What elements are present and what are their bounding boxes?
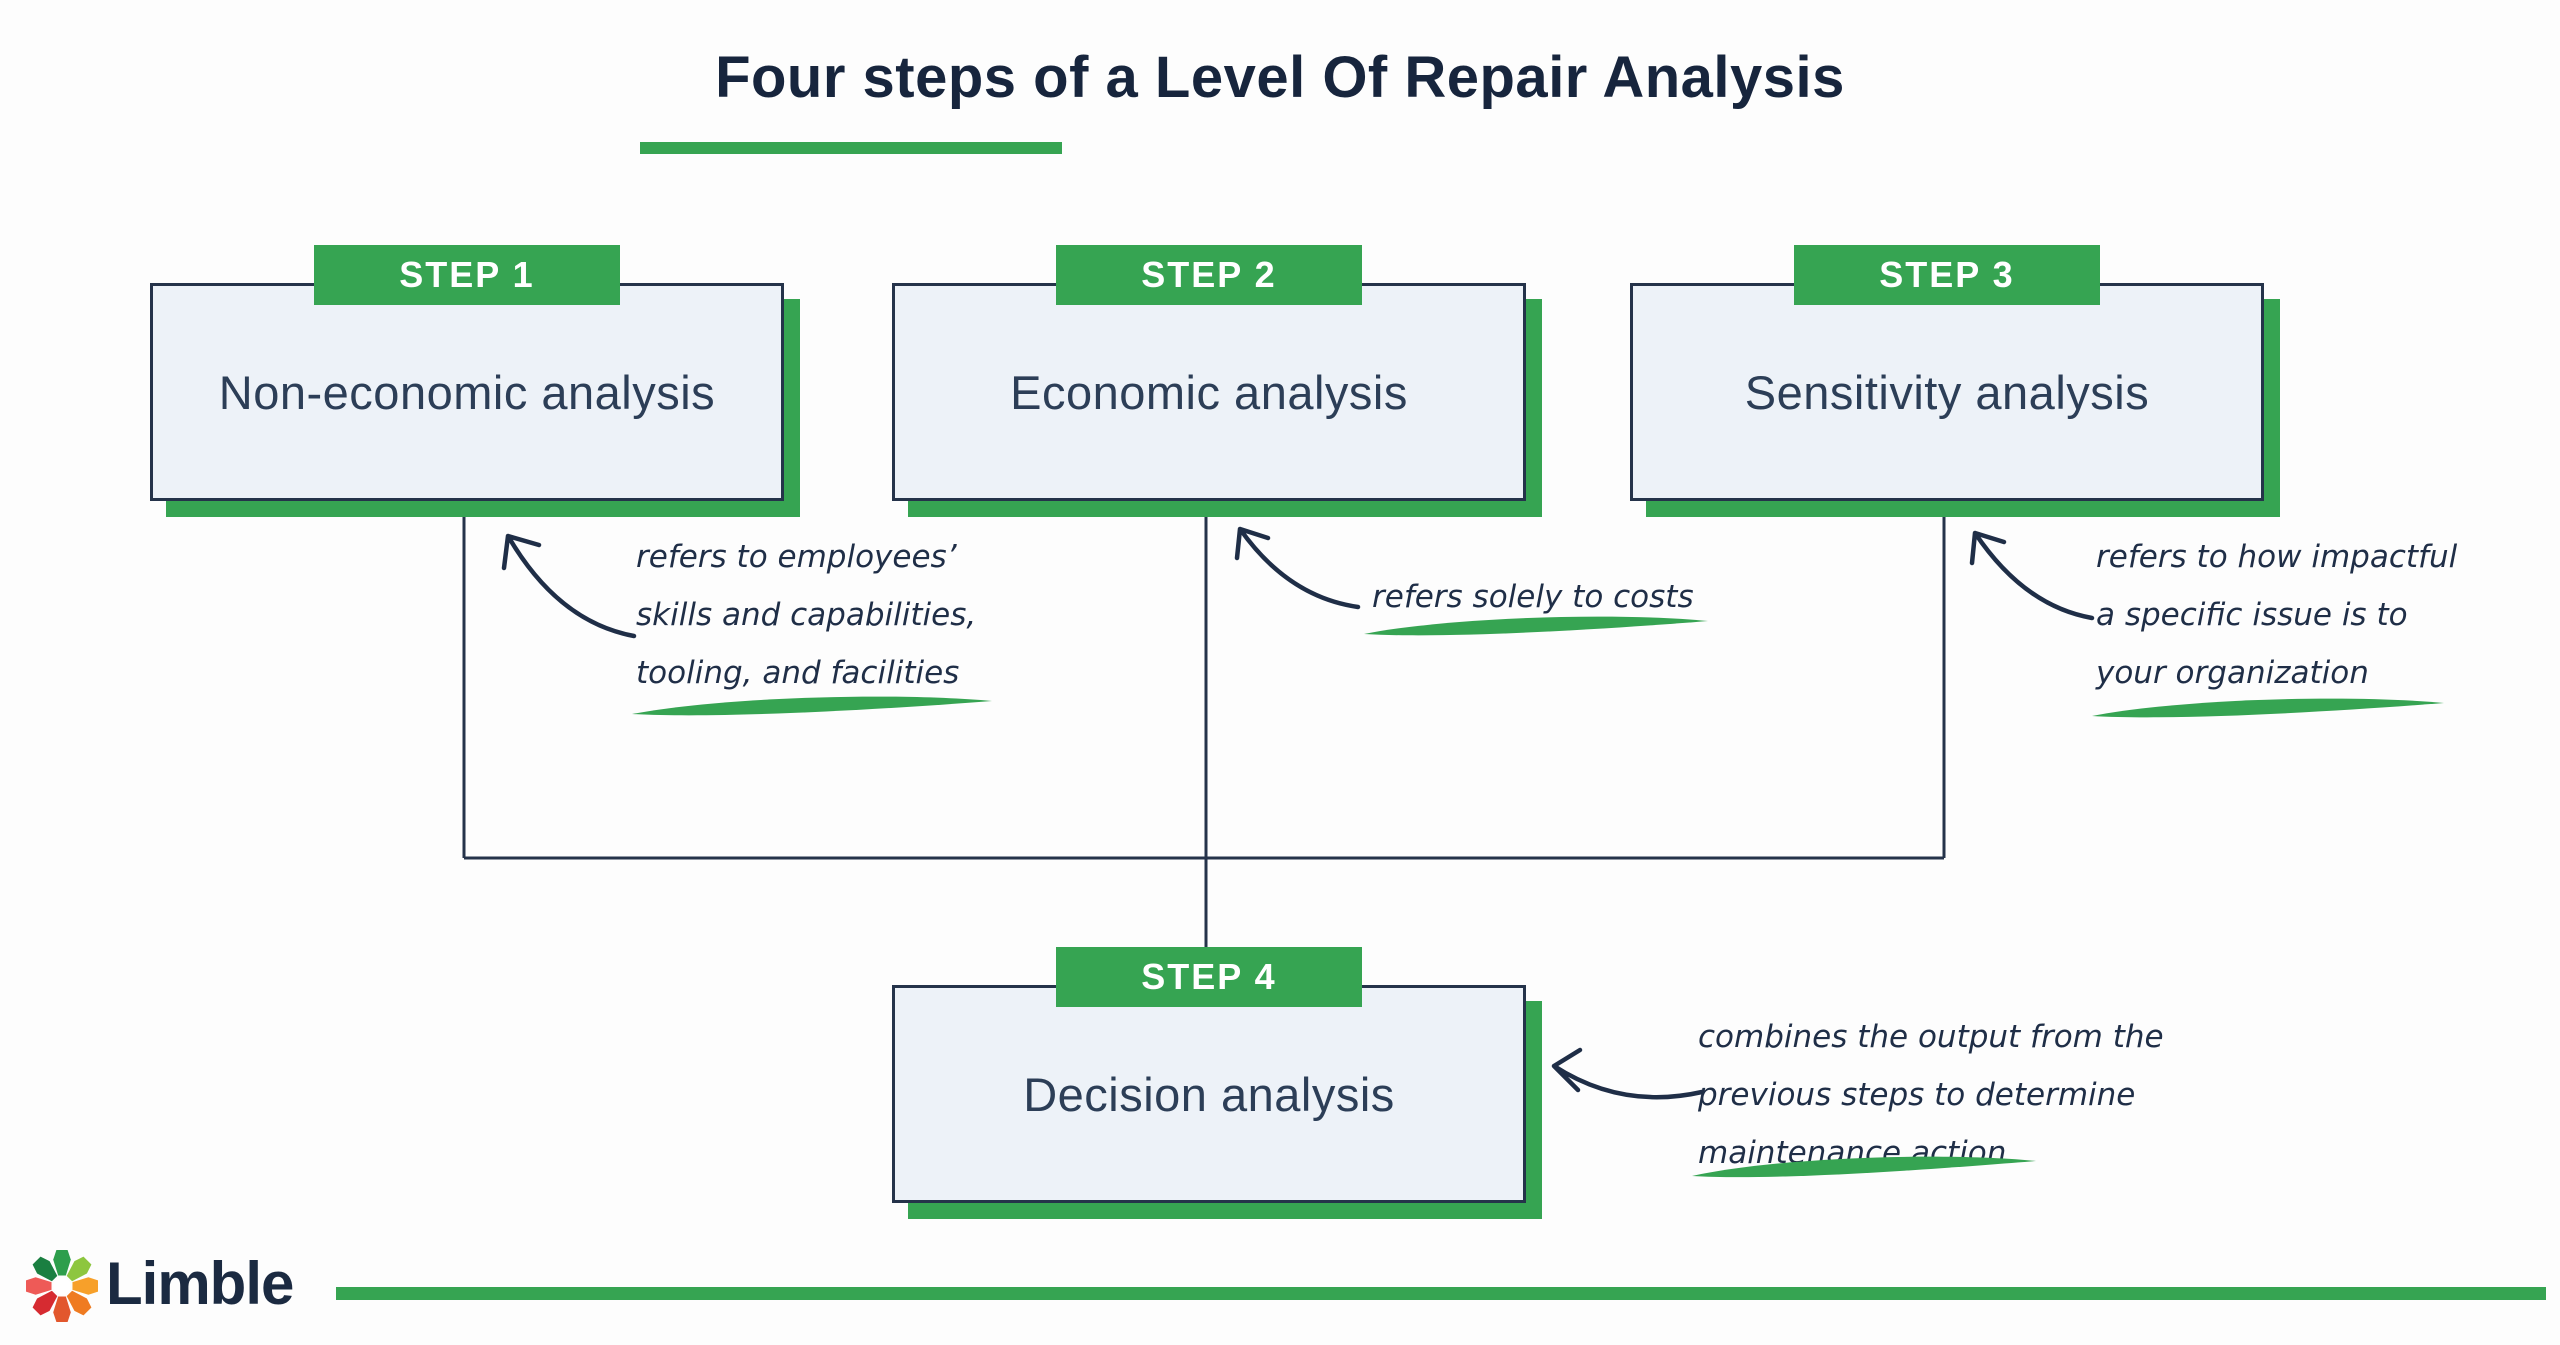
note-line: refers to how impactful bbox=[2096, 539, 2458, 575]
marker-underline-icon bbox=[1692, 1156, 2036, 1178]
note-line: tooling, and facilities bbox=[636, 655, 960, 691]
step-2-note: refers solely to costs bbox=[1372, 568, 1694, 626]
step-3-label: Sensitivity analysis bbox=[1744, 365, 2150, 419]
note-line: skills and capabilities, bbox=[636, 597, 977, 633]
curved-arrow-icon bbox=[1551, 1047, 1705, 1100]
step-4-box: STEP 4 Decision analysis bbox=[892, 947, 1526, 1203]
note-line: refers to employees’ bbox=[636, 539, 957, 575]
step-1-label: Non-economic analysis bbox=[218, 365, 716, 419]
title-underline bbox=[640, 142, 1062, 154]
curved-arrow-icon bbox=[1969, 530, 2095, 621]
note-line: previous steps to determine bbox=[1698, 1077, 2136, 1113]
limble-gear-icon bbox=[26, 1250, 98, 1322]
curved-arrow-icon bbox=[1234, 526, 1361, 610]
brand-wordmark: Limble bbox=[106, 1250, 294, 1317]
step-4-label: Decision analysis bbox=[1023, 1067, 1395, 1121]
step-2-box: STEP 2 Economic analysis bbox=[892, 245, 1526, 501]
step-3-box: STEP 3 Sensitivity analysis bbox=[1630, 245, 2264, 501]
note-line: refers solely to costs bbox=[1372, 579, 1694, 615]
curved-arrow-icon bbox=[501, 533, 637, 639]
step-4-tab: STEP 4 bbox=[1056, 947, 1362, 1007]
footer-rule bbox=[336, 1287, 2546, 1300]
step-1-tab: STEP 1 bbox=[314, 245, 620, 305]
step-3-tab: STEP 3 bbox=[1794, 245, 2100, 305]
marker-underline-icon bbox=[1364, 616, 1708, 636]
marker-underline-icon bbox=[632, 696, 992, 716]
page-title: Four steps of a Level Of Repair Analysis bbox=[715, 45, 1845, 110]
note-line: a specific issue is to bbox=[2096, 597, 2408, 633]
step-3-note: refers to how impactful a specific issue… bbox=[2096, 528, 2457, 702]
marker-underline-icon bbox=[2092, 698, 2444, 718]
note-line: your organization bbox=[2096, 655, 2369, 691]
step-1-note: refers to employees’ skills and capabili… bbox=[636, 528, 976, 702]
step-2-tab: STEP 2 bbox=[1056, 245, 1362, 305]
step-1-box: STEP 1 Non-economic analysis bbox=[150, 245, 784, 501]
step-2-label: Economic analysis bbox=[1010, 365, 1408, 419]
note-line: combines the output from the bbox=[1698, 1019, 2164, 1055]
